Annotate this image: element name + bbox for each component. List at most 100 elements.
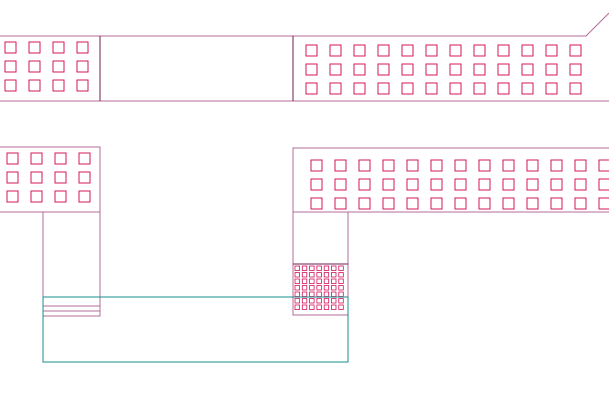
cell-square xyxy=(526,197,539,210)
mid-right-panel-outline xyxy=(292,147,609,213)
cell-square xyxy=(574,197,587,210)
cell-square xyxy=(353,82,366,95)
cell-square xyxy=(598,197,609,210)
cell-square xyxy=(521,82,534,95)
cell-square xyxy=(334,178,347,191)
cell-square xyxy=(401,82,414,95)
dense-cell-square xyxy=(331,272,337,278)
dense-cell-square xyxy=(316,278,322,284)
cell-square xyxy=(425,82,438,95)
cell-square xyxy=(76,79,89,92)
cell-square xyxy=(430,178,443,191)
dense-cell-square xyxy=(323,298,330,304)
cell-square xyxy=(550,197,563,210)
dense-cell-square xyxy=(323,272,330,278)
cell-square xyxy=(358,159,371,172)
dense-cell-square xyxy=(323,265,330,271)
cell-square xyxy=(52,60,65,73)
dense-cell-square xyxy=(294,285,300,291)
mid-right-block xyxy=(292,147,609,316)
cell-square xyxy=(76,60,89,73)
dense-cell-square xyxy=(338,304,344,310)
cell-square xyxy=(382,178,395,191)
cell-square xyxy=(473,82,486,95)
cell-square xyxy=(545,44,558,57)
dense-cell-square xyxy=(294,298,300,304)
dense-cell-square xyxy=(331,265,337,271)
cell-square xyxy=(334,197,347,210)
cell-square xyxy=(52,79,65,92)
dense-cell-square xyxy=(338,278,344,284)
cell-square xyxy=(545,63,558,76)
dense-cell-square xyxy=(309,304,315,310)
dense-cell-square xyxy=(338,285,344,291)
dense-cell-square xyxy=(294,278,300,284)
cell-square xyxy=(430,159,443,172)
cell-square xyxy=(310,159,323,172)
cell-square xyxy=(78,171,91,184)
cell-square xyxy=(382,159,395,172)
cell-square xyxy=(449,82,462,95)
dense-cell-square xyxy=(323,278,330,284)
cell-square xyxy=(78,152,91,165)
cell-square xyxy=(30,152,43,165)
cell-square xyxy=(382,197,395,210)
cell-square xyxy=(78,190,91,203)
cell-square xyxy=(454,178,467,191)
cell-square xyxy=(430,197,443,210)
cell-square xyxy=(28,60,41,73)
top-left-cell-grid xyxy=(4,41,89,92)
cell-square xyxy=(526,159,539,172)
cell-square xyxy=(521,63,534,76)
cell-square xyxy=(545,82,558,95)
cell-square xyxy=(478,159,491,172)
dense-cell-square xyxy=(338,298,344,304)
dense-cell-square xyxy=(301,285,308,291)
cell-square xyxy=(497,63,510,76)
dense-cell-square xyxy=(338,265,344,271)
dense-cell-square xyxy=(301,265,308,271)
cell-square xyxy=(449,63,462,76)
dense-cell-square xyxy=(316,304,322,310)
cell-square xyxy=(406,159,419,172)
cell-square xyxy=(574,159,587,172)
dense-cell-square xyxy=(309,265,315,271)
dense-cell-square xyxy=(323,285,330,291)
cell-square xyxy=(54,152,67,165)
mid-left-cell-grid xyxy=(6,152,91,203)
cell-square xyxy=(6,190,19,203)
top-right-cell-grid xyxy=(305,44,582,95)
cell-square xyxy=(329,44,342,57)
cell-square xyxy=(334,159,347,172)
cell-square xyxy=(377,44,390,57)
base-connector-rect xyxy=(42,296,349,363)
cell-square xyxy=(598,178,609,191)
top-band xyxy=(0,12,609,102)
cell-square xyxy=(54,171,67,184)
dense-cell-square xyxy=(294,304,300,310)
dense-cell-square xyxy=(316,298,322,304)
dense-cell-square xyxy=(301,291,308,297)
cell-square xyxy=(6,152,19,165)
cell-square xyxy=(30,190,43,203)
dense-cell-square xyxy=(301,272,308,278)
cell-square xyxy=(502,159,515,172)
cell-square xyxy=(76,41,89,54)
cell-square xyxy=(550,159,563,172)
cell-square xyxy=(502,178,515,191)
dense-cell-square xyxy=(323,304,330,310)
cell-square xyxy=(574,178,587,191)
cell-square xyxy=(6,171,19,184)
cell-square xyxy=(329,63,342,76)
dense-cell-square xyxy=(331,285,337,291)
dense-cell-square xyxy=(309,291,315,297)
cell-square xyxy=(478,197,491,210)
cell-square xyxy=(305,44,318,57)
cell-square xyxy=(4,41,17,54)
dense-cell-square xyxy=(316,291,322,297)
cell-square xyxy=(310,197,323,210)
cell-square xyxy=(598,159,609,172)
cell-square xyxy=(473,63,486,76)
dense-cell-square xyxy=(331,278,337,284)
dense-cell-square xyxy=(331,291,337,297)
